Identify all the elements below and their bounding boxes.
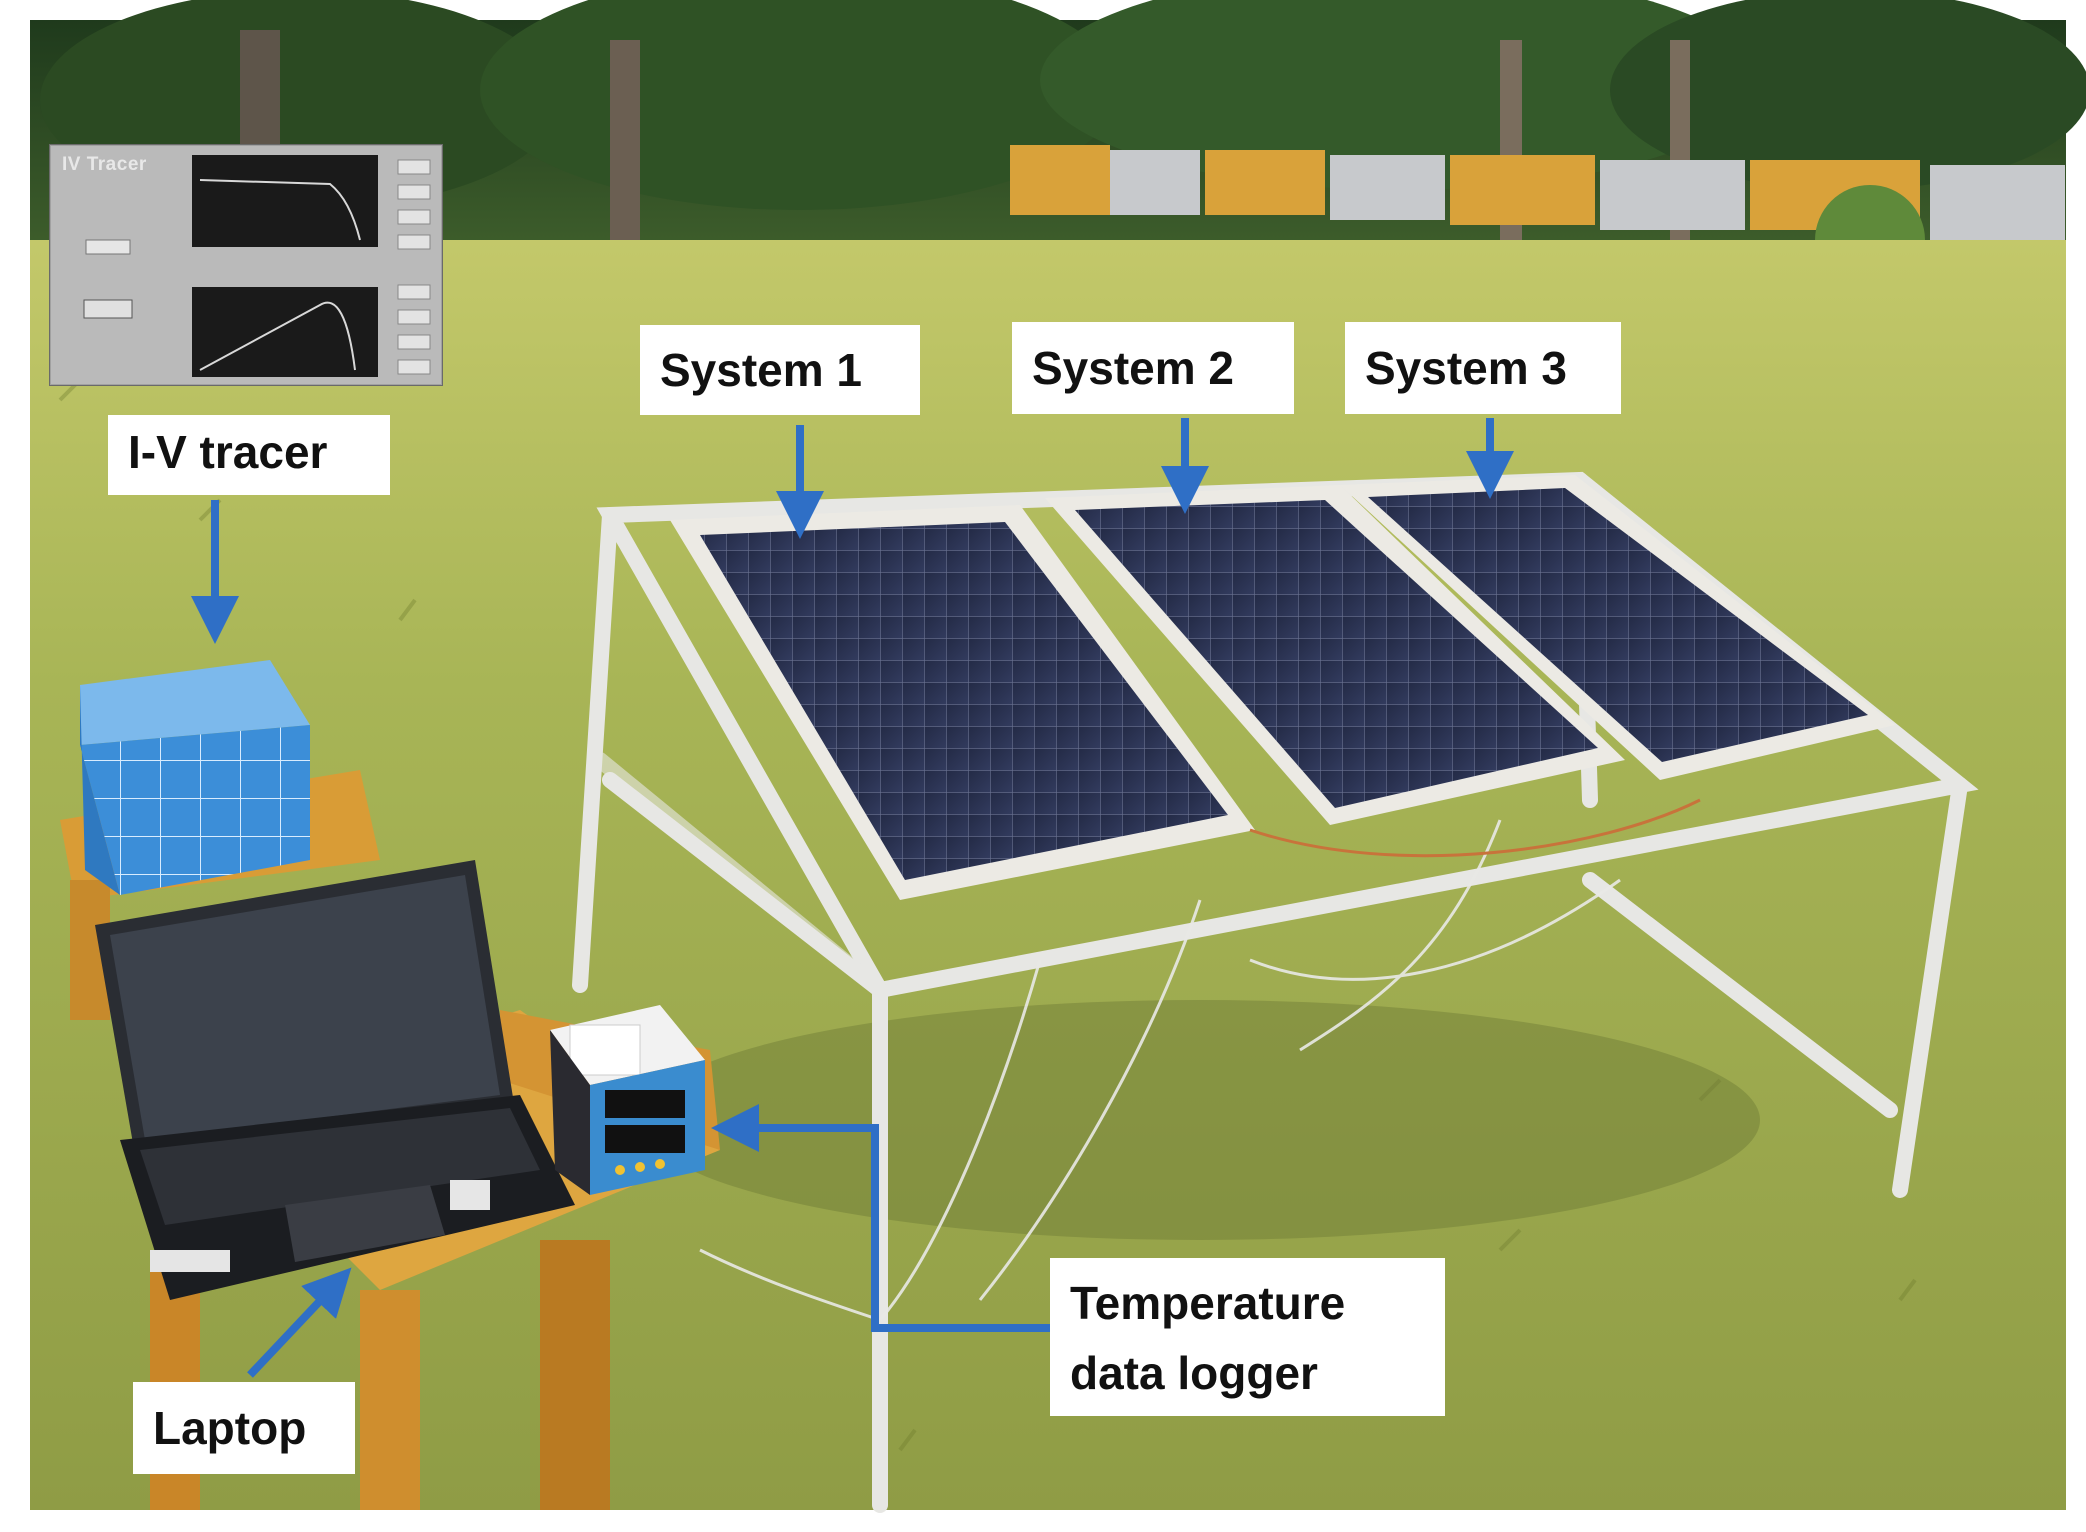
iv-tracer-box <box>80 660 310 895</box>
label-system-1: System 1 <box>640 325 920 415</box>
orange-wire <box>1249 798 1701 858</box>
label-temperature-data-logger: Temperature data logger <box>1050 1258 1445 1416</box>
solar-panel-3 <box>1340 475 1895 780</box>
label-laptop-text: Laptop <box>153 1402 307 1454</box>
temperature-logger-device <box>550 1005 705 1195</box>
background-trees <box>30 0 2086 260</box>
iv-tracer-inset-title: IV Tracer <box>62 154 147 175</box>
label-system-2-text: System 2 <box>1032 342 1235 394</box>
label-system-3-text: System 3 <box>1365 342 1568 394</box>
label-iv-tracer: I-V tracer <box>108 415 390 495</box>
label-laptop: Laptop <box>133 1382 355 1474</box>
arrow-laptop <box>247 1267 352 1378</box>
label-system-2: System 2 <box>1012 322 1294 414</box>
label-iv-tracer-text: I-V tracer <box>128 426 328 478</box>
callout-arrows <box>191 418 1514 1378</box>
solar-panel-1 <box>670 505 1255 900</box>
sensor-wires <box>699 819 1621 1322</box>
solar-panel-2 <box>1045 485 1625 825</box>
laptop-device <box>95 860 575 1300</box>
iv-tracer-software-inset <box>49 144 443 386</box>
label-system-1-text: System 1 <box>660 344 863 396</box>
table-shadow <box>640 1000 1760 1240</box>
arrow-temp-logger <box>711 1104 1050 1332</box>
label-system-3: System 3 <box>1345 322 1621 414</box>
label-temp-line-2: data logger <box>1070 1347 1318 1399</box>
background-fence <box>1010 145 2065 295</box>
label-temp-line-1: Temperature <box>1070 1277 1346 1329</box>
